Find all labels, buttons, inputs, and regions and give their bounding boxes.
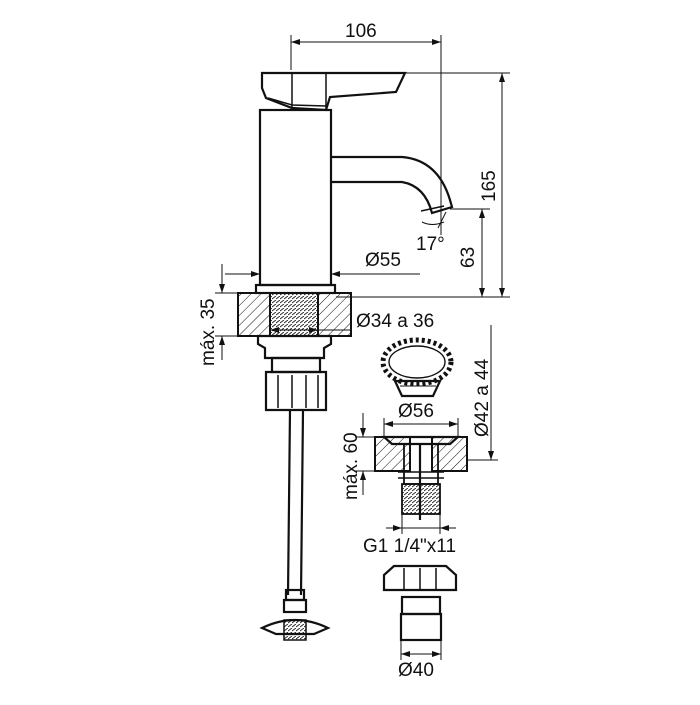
dim-34a36-label: Ø34 a 36 xyxy=(356,311,434,332)
dimension-17deg: 17° xyxy=(416,196,447,255)
faucet-body xyxy=(254,71,454,295)
dimension-56: Ø56 xyxy=(383,401,459,437)
supply-tube-left xyxy=(286,409,292,596)
waste-flange xyxy=(381,435,461,446)
plug-chain xyxy=(380,337,454,387)
dim-55-label: Ø55 xyxy=(365,250,401,271)
supply-tube-right xyxy=(299,409,305,596)
dimension-63: 63 xyxy=(450,208,490,297)
dim-42a44-label: Ø42 a 44 xyxy=(472,358,493,437)
dimension-55: Ø55 xyxy=(225,250,420,277)
shank-collar xyxy=(270,356,322,374)
tail-body xyxy=(399,612,443,642)
lever-handle xyxy=(260,71,407,112)
dim-max35-label: máx. 35 xyxy=(198,298,219,366)
counter-hatch-left xyxy=(237,292,271,337)
dimension-40: Ø40 xyxy=(398,640,442,681)
washer xyxy=(256,334,333,360)
base-ring xyxy=(254,283,337,295)
dimension-max35: máx. 35 xyxy=(198,264,258,366)
dimension-thread: G1 1/4"x11 xyxy=(363,514,456,557)
bottom-thread xyxy=(283,619,307,641)
spout xyxy=(331,155,454,215)
tube-nut xyxy=(282,598,308,614)
fixing-assembly xyxy=(256,334,333,641)
faucet-cylinder xyxy=(258,108,333,287)
counter-hatch-right xyxy=(317,292,352,337)
dim-56-label: Ø56 xyxy=(398,401,434,422)
tail-top xyxy=(400,595,442,616)
dim-106-label: 106 xyxy=(345,21,377,42)
dim-thread-label: G1 1/4"x11 xyxy=(363,536,456,557)
dimension-max60: máx. 60 xyxy=(341,413,375,500)
aerator-line xyxy=(420,205,445,212)
fixing-nut xyxy=(264,370,328,412)
dimension-165: 165 xyxy=(336,72,510,298)
plug-chain-inner xyxy=(388,345,446,379)
dimension-42a44: Ø42 a 44 xyxy=(467,325,498,461)
waste-assembly xyxy=(374,337,468,642)
dim-165-label: 165 xyxy=(479,170,500,202)
dimension-34a36: Ø34 a 36 xyxy=(270,311,434,333)
dim-max60-label: máx. 60 xyxy=(341,432,362,500)
dim-63-label: 63 xyxy=(458,247,479,268)
dimension-106: 106 xyxy=(290,21,442,200)
dim-40-label: Ø40 xyxy=(398,660,434,681)
dim-17-label: 17° xyxy=(416,234,445,255)
plug-body xyxy=(393,379,442,398)
waste-thread xyxy=(401,483,441,515)
waste-nut xyxy=(382,564,458,592)
